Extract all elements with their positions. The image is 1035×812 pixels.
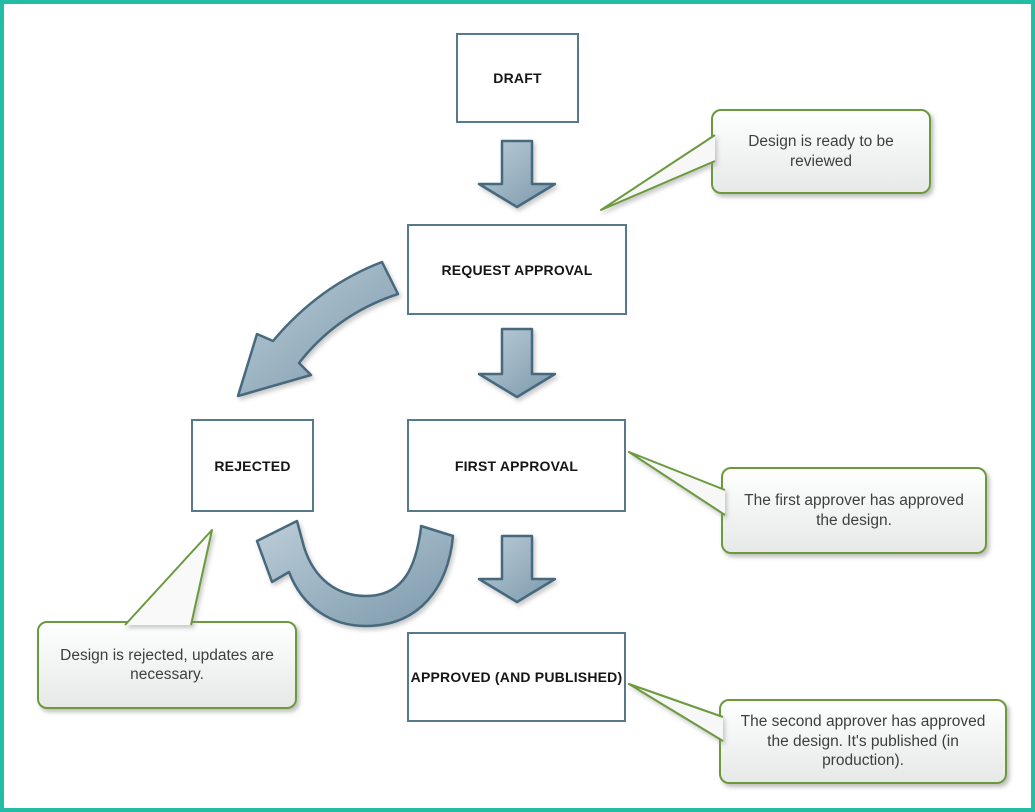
callout-text-line: The second approver has approved: [740, 713, 986, 731]
callout-text-line: Design is ready to be: [748, 133, 894, 151]
callout-tail-published: [628, 683, 724, 742]
node-first-approval: FIRST APPROVAL: [407, 419, 626, 512]
callout-text-line: reviewed: [789, 152, 853, 170]
callout-text-line: production).: [822, 752, 904, 770]
node-rejected: REJECTED: [191, 419, 314, 512]
callout-second-approved-published: The second approver has approved the des…: [719, 699, 1007, 784]
callout-tail-ready: [600, 134, 716, 211]
callout-first-approved: The first approver has approved the desi…: [721, 467, 987, 554]
node-label: REQUEST APPROVAL: [441, 261, 593, 278]
arrow-request-to-first: [477, 327, 557, 399]
arrow-request-to-rejected: [236, 260, 400, 398]
node-approved-and-published: APPROVED (AND PUBLISHED): [407, 632, 626, 722]
node-label: DRAFT: [493, 70, 542, 86]
callout-ready-for-review: Design is ready to be reviewed: [711, 109, 931, 194]
callout-text-line: the design. It's published (in: [767, 732, 959, 750]
arrow-draft-to-request: [477, 139, 557, 209]
callout-text-line: The first approver has approved: [744, 492, 964, 510]
callout-tail-first: [628, 451, 726, 516]
node-draft: DRAFT: [456, 33, 579, 123]
callout-rejected-updates: Design is rejected, updates are necessar…: [37, 621, 297, 709]
node-request-approval: REQUEST APPROVAL: [407, 224, 627, 315]
arrow-first-to-approved: [477, 534, 557, 604]
callout-text-line: Design is rejected, updates are: [60, 646, 274, 664]
node-label: REJECTED: [214, 457, 291, 474]
callout-text-line: the design.: [816, 511, 892, 529]
callout-tail-rejected: [124, 529, 213, 626]
node-label: FIRST APPROVAL: [454, 457, 579, 474]
node-label: APPROVED (AND PUBLISHED): [410, 669, 623, 685]
callout-text-line: necessary.: [130, 666, 204, 683]
arrow-first-to-rejected: [255, 519, 455, 628]
